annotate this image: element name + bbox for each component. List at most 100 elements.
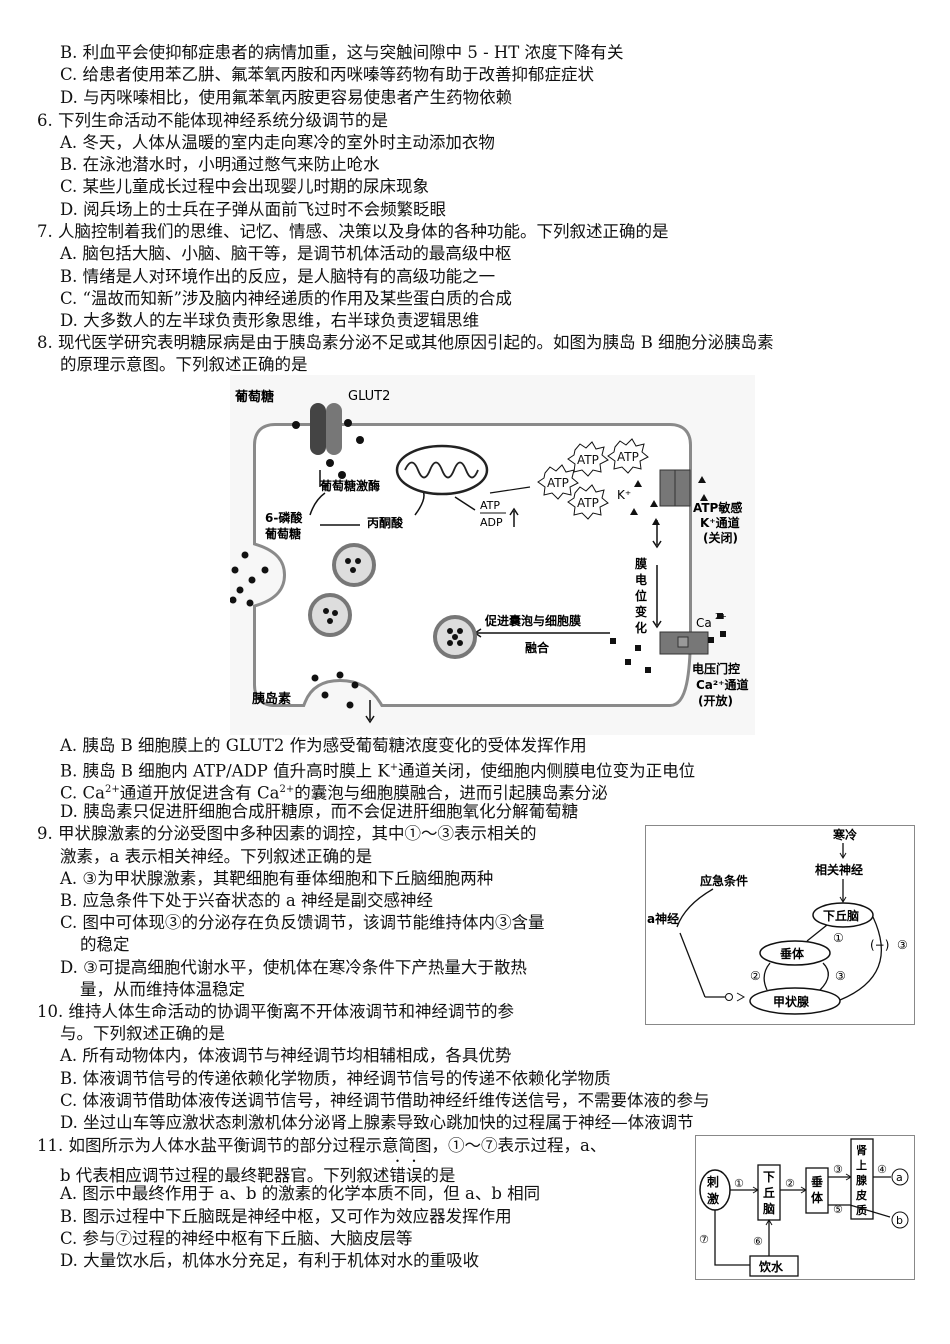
adrenal-box-5: 质 xyxy=(856,1203,867,1217)
q8-option-c: C. Ca2+通道开放促进含有 Ca2+的囊泡与细胞膜融合，进而引起胰岛素分泌 xyxy=(60,783,608,803)
g6p-label-2: 葡萄糖 xyxy=(264,526,301,541)
target-a: a xyxy=(896,1171,903,1184)
step-1-label: ① xyxy=(734,1177,744,1190)
secreted-insulin xyxy=(230,551,359,709)
q8-stem-line1: 8. 现代医学研究表明糖尿病是由于胰岛素分泌不足或其他原因引起的。如图为胰岛 B… xyxy=(37,333,774,352)
adrenal-box-1: 肾 xyxy=(856,1143,867,1157)
adrenal-box-2: 上 xyxy=(856,1158,867,1172)
q7-option-a: A. 脑包括大脑、小脑、脑干等，是调节机体活动的最高级中枢 xyxy=(60,244,512,263)
stimulus-node-2: 激 xyxy=(707,1191,719,1206)
q7-option-b: B. 情绪是人对环境作出的反应，是人脑特有的高级功能之一 xyxy=(60,267,496,286)
stimulus-node-1: 刺 xyxy=(706,1174,719,1189)
q9-stem-line1: 9. 甲状腺激素的分泌受图中多种因素的调控，其中①～③表示相关的 xyxy=(37,824,537,843)
potassium-ions xyxy=(630,476,708,525)
q5-option-c: C. 给患者使用苯乙肼、氟苯氧丙胺和丙咪嗪等药物有助于改善抑郁症症状 xyxy=(60,65,595,84)
glucose-dots xyxy=(292,419,364,479)
q10-option-a: A. 所有动物体内，体液调节与神经调节均相辅相成，各具优势 xyxy=(60,1046,512,1065)
step-2-label: ② xyxy=(785,1177,795,1190)
q8-option-d: D. 胰岛素只促进肝细胞合成肝糖原，而不会促进肝细胞氧化分解葡萄糖 xyxy=(60,802,579,821)
q9-option-b: B. 应急条件下处于兴奋状态的 a 神经是副交感神经 xyxy=(60,891,433,910)
q8-beta-cell-figure: 葡萄糖 GLUT2 葡萄糖激酶 6-磷酸 葡萄糖 丙酮酸 ATP ADP ATP… xyxy=(230,375,755,735)
insulin-vesicles xyxy=(308,543,477,659)
svg-text:化: 化 xyxy=(635,620,647,635)
q10-option-d: D. 坐过山车等应激状态刺激机体分泌肾上腺素导致心跳加快的过程属于神经—体液调节 xyxy=(60,1113,694,1132)
q11-stem-line1: 11. 如图所示为人体水盐平衡调节的部分过程示意简图，①～⑦表示过程，a、 xyxy=(37,1136,607,1155)
fusion-label-1: 促进囊泡与细胞膜 xyxy=(484,613,581,628)
q8-option-b: B. 胰岛 B 细胞内 ATP/ADP 值升高时膜上 K+通道关闭，使细胞内侧膜… xyxy=(60,761,696,781)
q9-option-d-line2: 量，从而维持体温稳定 xyxy=(80,980,245,999)
glucose-label: 葡萄糖 xyxy=(234,389,274,405)
glut2-transporter xyxy=(310,403,342,455)
q11-option-d: D. 大量饮水后，机体水分充足，有利于机体对水的重吸收 xyxy=(60,1251,480,1270)
ca-label: Ca xyxy=(696,616,712,630)
step-3-label: ③ xyxy=(833,1163,843,1176)
cold-label: 寒冷 xyxy=(832,827,857,842)
hormone-3-label-b: ③ xyxy=(897,938,908,952)
q6-option-d: D. 阅兵场上的士兵在子弹从面前飞过时不会频繁眨眼 xyxy=(60,200,447,219)
hypothalamus-node: 下丘脑 xyxy=(823,908,859,923)
q8-option-a: A. 胰岛 B 细胞膜上的 GLUT2 作为感受葡萄糖浓度变化的受体发挥作用 xyxy=(60,736,587,755)
svg-text:ATP: ATP xyxy=(617,450,639,464)
mitochondrion-icon xyxy=(395,444,489,496)
vca-label-1: 电压门控 xyxy=(692,661,740,676)
q11-option-c: C. 参与⑦过程的神经中枢有下丘脑、大脑皮层等 xyxy=(60,1229,413,1248)
vca-label-2: Ca²⁺通道 xyxy=(696,677,749,692)
q10-option-c: C. 体液调节借助体液传送调节信号，神经调节借助神经纤维传送信号，不需要体液的参… xyxy=(60,1091,710,1110)
adrenal-box-4: 皮 xyxy=(855,1188,867,1202)
related-nerve-label: 相关神经 xyxy=(815,862,863,877)
q7-option-d: D. 大多数人的左半球负责形象思维，右半球负责逻辑思维 xyxy=(60,311,480,330)
hypothalamus-box-1: 下 xyxy=(763,1170,775,1184)
svg-text:ATP: ATP xyxy=(577,453,599,467)
negative-feedback-label: (−) xyxy=(870,938,889,952)
svg-text:ATP: ATP xyxy=(547,476,569,490)
atp-ratio-label: ATP xyxy=(480,499,500,512)
calcium-ions xyxy=(610,613,726,673)
q10-option-b: B. 体液调节信号的传递依赖化学物质，神经调节信号的传递不依赖化学物质 xyxy=(60,1069,611,1088)
katp-label-2: K⁺通道 xyxy=(700,515,740,530)
vg-calcium-channel xyxy=(659,631,709,655)
kplus-label: K⁺ xyxy=(617,488,631,502)
q6-option-a: A. 冬天，人体从温暖的室内走向寒冷的室外时主动添加衣物 xyxy=(60,133,495,152)
q9-option-c-line2: 的稳定 xyxy=(80,935,130,954)
svg-text:电: 电 xyxy=(635,572,647,587)
q5-option-b: B. 利血平会使抑郁症患者的病情加重，这与突触间隙中 5 - HT 浓度下降有关 xyxy=(60,43,624,62)
q7-stem: 7. 人脑控制着我们的思维、记忆、情感、决策以及身体的各种功能。下列叙述正确的是 xyxy=(37,222,669,241)
q11-water-salt-figure: 刺 激 ① 下 丘 脑 ② 垂 体 ③ 肾 上 腺 皮 质 ④ a ⑤ b ⑦ … xyxy=(695,1135,915,1280)
pituitary-node: 垂体 xyxy=(780,946,805,961)
katp-channel xyxy=(659,469,691,507)
drink-water-box: 饮水 xyxy=(758,1259,784,1274)
hormone-2-label: ② xyxy=(750,969,761,983)
insulin-label: 胰岛素 xyxy=(252,691,291,707)
q8-stem-line2: 的原理示意图。下列叙述正确的是 xyxy=(60,355,308,374)
svg-text:变: 变 xyxy=(635,604,647,619)
step-7-label: ⑦ xyxy=(699,1233,709,1246)
step-6-label: ⑥ xyxy=(753,1235,763,1248)
q6-stem: 6. 下列生命活动不能体现神经系统分级调节的是 xyxy=(37,111,388,130)
katp-label-3: (关闭) xyxy=(703,530,738,545)
q9-option-c-line1: C. 图中可体现③的分泌存在负反馈调节，该调节能维持体内③含量 xyxy=(60,913,545,932)
hypothalamus-box-3: 脑 xyxy=(762,1201,775,1216)
adrenal-box-3: 腺 xyxy=(856,1173,868,1187)
target-b: b xyxy=(896,1214,903,1227)
q9-thyroid-regulation-figure: 寒冷 相关神经 应急条件 a神经 下丘脑 垂体 甲状腺 ① ② ③ (−) ③ xyxy=(645,825,915,1025)
svg-text:ATP: ATP xyxy=(577,496,599,510)
g6p-label-1: 6-磷酸 xyxy=(265,510,303,525)
vca-label-3: (开放) xyxy=(698,693,733,708)
a-nerve-label: a神经 xyxy=(647,911,679,926)
q5-option-d: D. 与丙咪嗪相比，使用氟苯氧丙胺更容易使患者产生药物依赖 xyxy=(60,88,513,107)
q6-option-c: C. 某些儿童成长过程中会出现婴儿时期的尿床现象 xyxy=(60,177,430,196)
q9-option-d-line1: D. ③可提高细胞代谢水平，使机体在寒冷条件下产热量大于散热 xyxy=(60,958,527,977)
glucokinase-label: 葡萄糖激酶 xyxy=(319,478,380,493)
q9-option-a: A. ③为甲状腺激素，其靶细胞有垂体细胞和下丘脑细胞两种 xyxy=(60,869,494,888)
q11-option-b: B. 图示过程中下丘脑既是神经中枢，又可作为效应器发挥作用 xyxy=(60,1207,512,1226)
hormone-3-label-a: ③ xyxy=(835,969,846,983)
atp-molecules: ATP ATP ATP ATP xyxy=(537,438,649,520)
q6-option-b: B. 在泳池潜水时，小明通过憋气来防止呛水 xyxy=(60,155,380,174)
hormone-1-label: ① xyxy=(833,931,844,945)
q10-stem-line1: 10. 维持人体生命活动的协调平衡离不开体液调节和神经调节的参 xyxy=(37,1002,514,1021)
q10-stem-line2: 与。下列叙述正确的是 xyxy=(60,1024,225,1043)
pyruvate-label: 丙酮酸 xyxy=(367,515,404,530)
fusion-label-2: 融合 xyxy=(525,640,550,655)
membrane-potential-change-label: 膜 电 位 变 化 xyxy=(635,556,647,635)
emergency-label: 应急条件 xyxy=(700,873,748,888)
